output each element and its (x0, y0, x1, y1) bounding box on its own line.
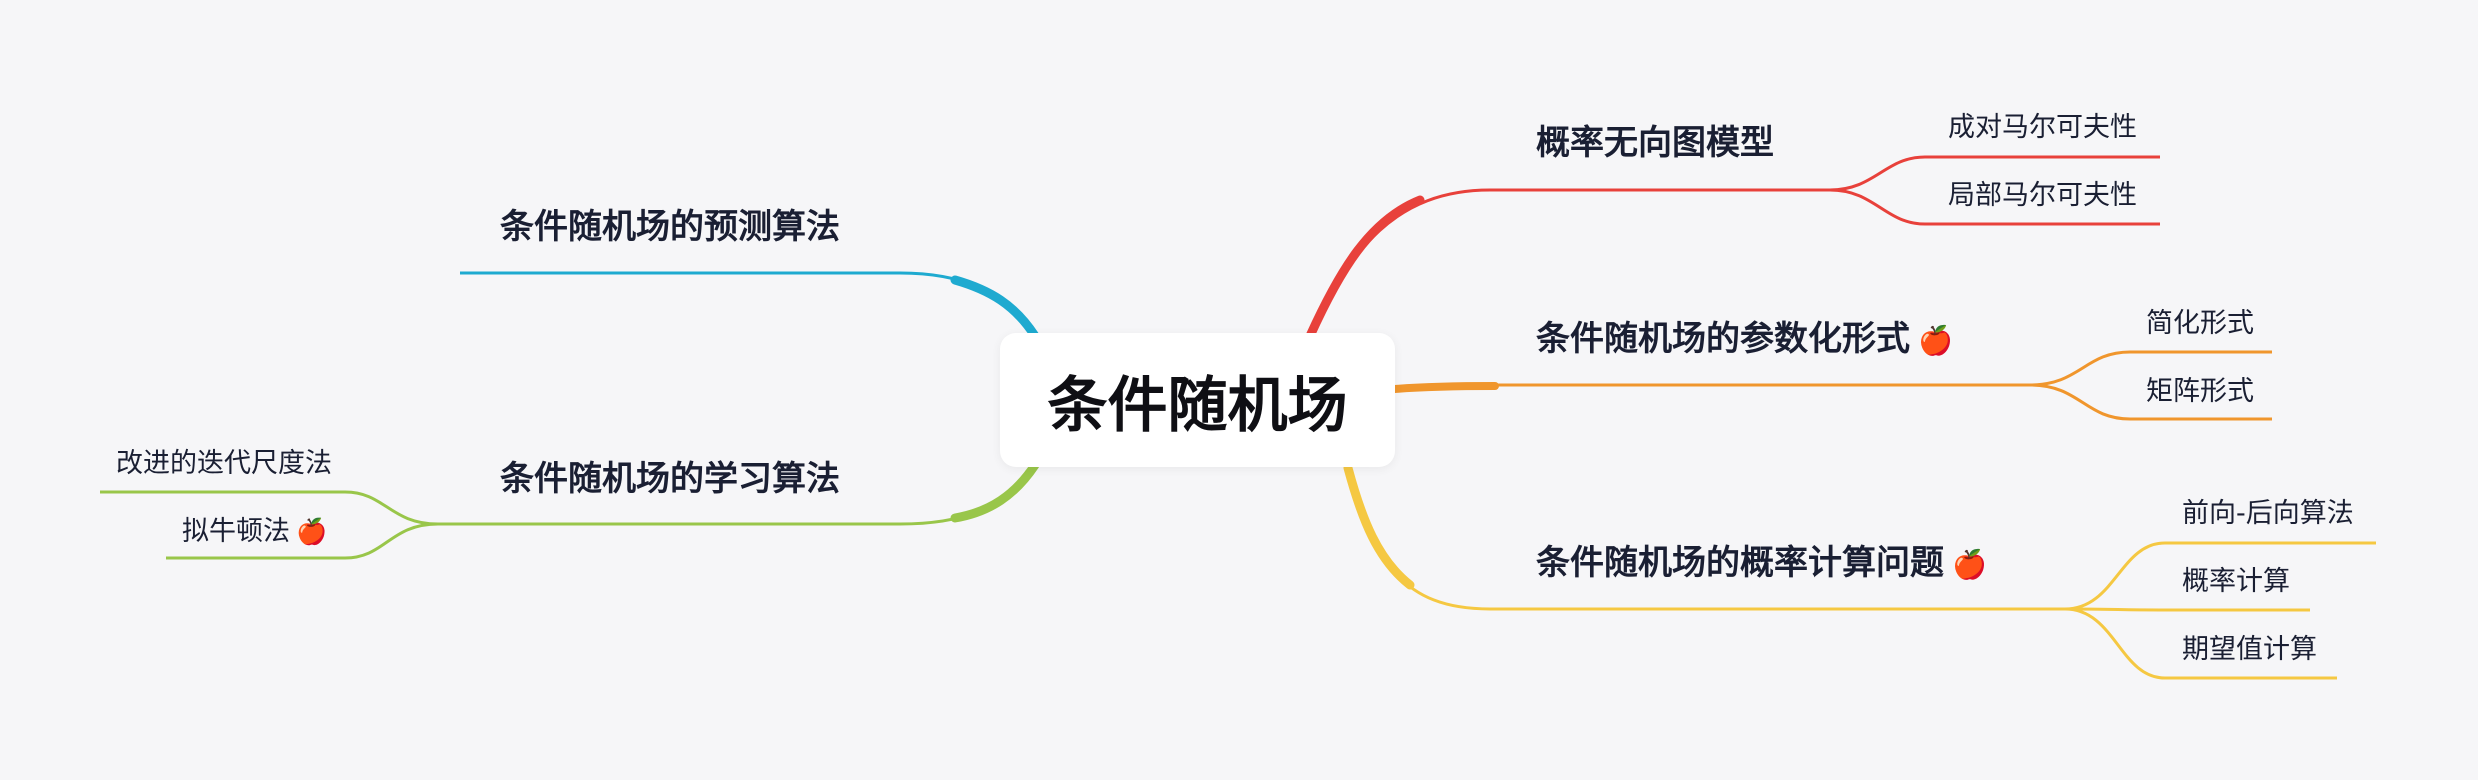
topic-label: 条件随机场的概率计算问题 (1536, 543, 1944, 583)
connector-b3-c3 (2064, 607, 2337, 680)
subtopic-improved-iterative-scaling[interactable]: 改进的迭代尺度法 (116, 450, 332, 477)
topic-prediction-algorithm[interactable]: 条件随机场的预测算法 (500, 210, 840, 244)
subtopic-label: 拟牛顿法 (182, 516, 290, 547)
connector-b1 (1308, 188, 1830, 337)
connector-b2-c1 (2029, 350, 2272, 387)
connector-b3-thick (1343, 463, 1415, 590)
topic-probability-computation[interactable]: 条件随机场的概率计算问题🍎 (1536, 546, 1987, 580)
connector-b1-c2 (1829, 188, 2160, 226)
subtopic-local-markov[interactable]: 局部马尔可夫性 (1948, 182, 2137, 209)
topic-label: 概率无向图模型 (1536, 123, 1774, 163)
connector-b1-thick (1305, 195, 1425, 341)
topic-parameterized-form[interactable]: 条件随机场的参数化形式🍎 (1536, 322, 1953, 356)
connector-b3-c2 (2064, 607, 2310, 612)
subtopic-label: 简化形式 (2146, 308, 2254, 339)
connector-b4 (460, 271, 1037, 337)
subtopic-label: 成对马尔可夫性 (1948, 112, 2137, 143)
subtopic-quasi-newton[interactable]: 拟牛顿法🍎 (182, 518, 327, 545)
connector-b2-thick (1391, 382, 1499, 393)
subtopic-label: 概率计算 (2182, 566, 2290, 597)
root-topic-label: 条件随机场 (1047, 370, 1348, 441)
connector-b2-c2 (2029, 383, 2272, 421)
subtopic-label: 矩阵形式 (2146, 376, 2254, 407)
connector-b1-c1 (1829, 155, 2160, 192)
subtopic-matrix-form[interactable]: 矩阵形式 (2146, 378, 2254, 405)
subtopic-expectation-calc[interactable]: 期望值计算 (2182, 636, 2317, 663)
subtopic-label: 局部马尔可夫性 (1948, 180, 2137, 211)
subtopic-probability-calc[interactable]: 概率计算 (2182, 568, 2290, 595)
apple-icon: 🍎 (296, 517, 328, 546)
connector-b3 (1346, 467, 2065, 611)
connector-b5-c1 (100, 490, 439, 526)
root-topic[interactable]: 条件随机场 (1000, 333, 1395, 467)
subtopic-label: 期望值计算 (2182, 634, 2317, 665)
connector-b5-thick (950, 460, 1040, 523)
topic-learning-algorithm[interactable]: 条件随机场的学习算法 (500, 462, 840, 496)
connector-b3-c1 (2064, 541, 2376, 611)
subtopic-label: 改进的迭代尺度法 (116, 448, 332, 479)
subtopic-pairwise-markov[interactable]: 成对马尔可夫性 (1948, 114, 2137, 141)
topic-label: 条件随机场的预测算法 (500, 207, 840, 247)
connector-b4-thick (950, 275, 1040, 341)
subtopic-forward-backward[interactable]: 前向-后向算法 (2182, 500, 2354, 527)
topic-label: 条件随机场的学习算法 (500, 459, 840, 499)
subtopic-simplified-form[interactable]: 简化形式 (2146, 310, 2254, 337)
subtopic-label: 前向-后向算法 (2182, 498, 2354, 529)
topic-undirected-graph-model[interactable]: 概率无向图模型 (1536, 126, 1774, 160)
apple-icon: 🍎 (1952, 548, 1987, 581)
connector-b5-c2 (166, 522, 439, 560)
topic-label: 条件随机场的参数化形式 (1536, 319, 1910, 359)
apple-icon: 🍎 (1918, 324, 1953, 357)
